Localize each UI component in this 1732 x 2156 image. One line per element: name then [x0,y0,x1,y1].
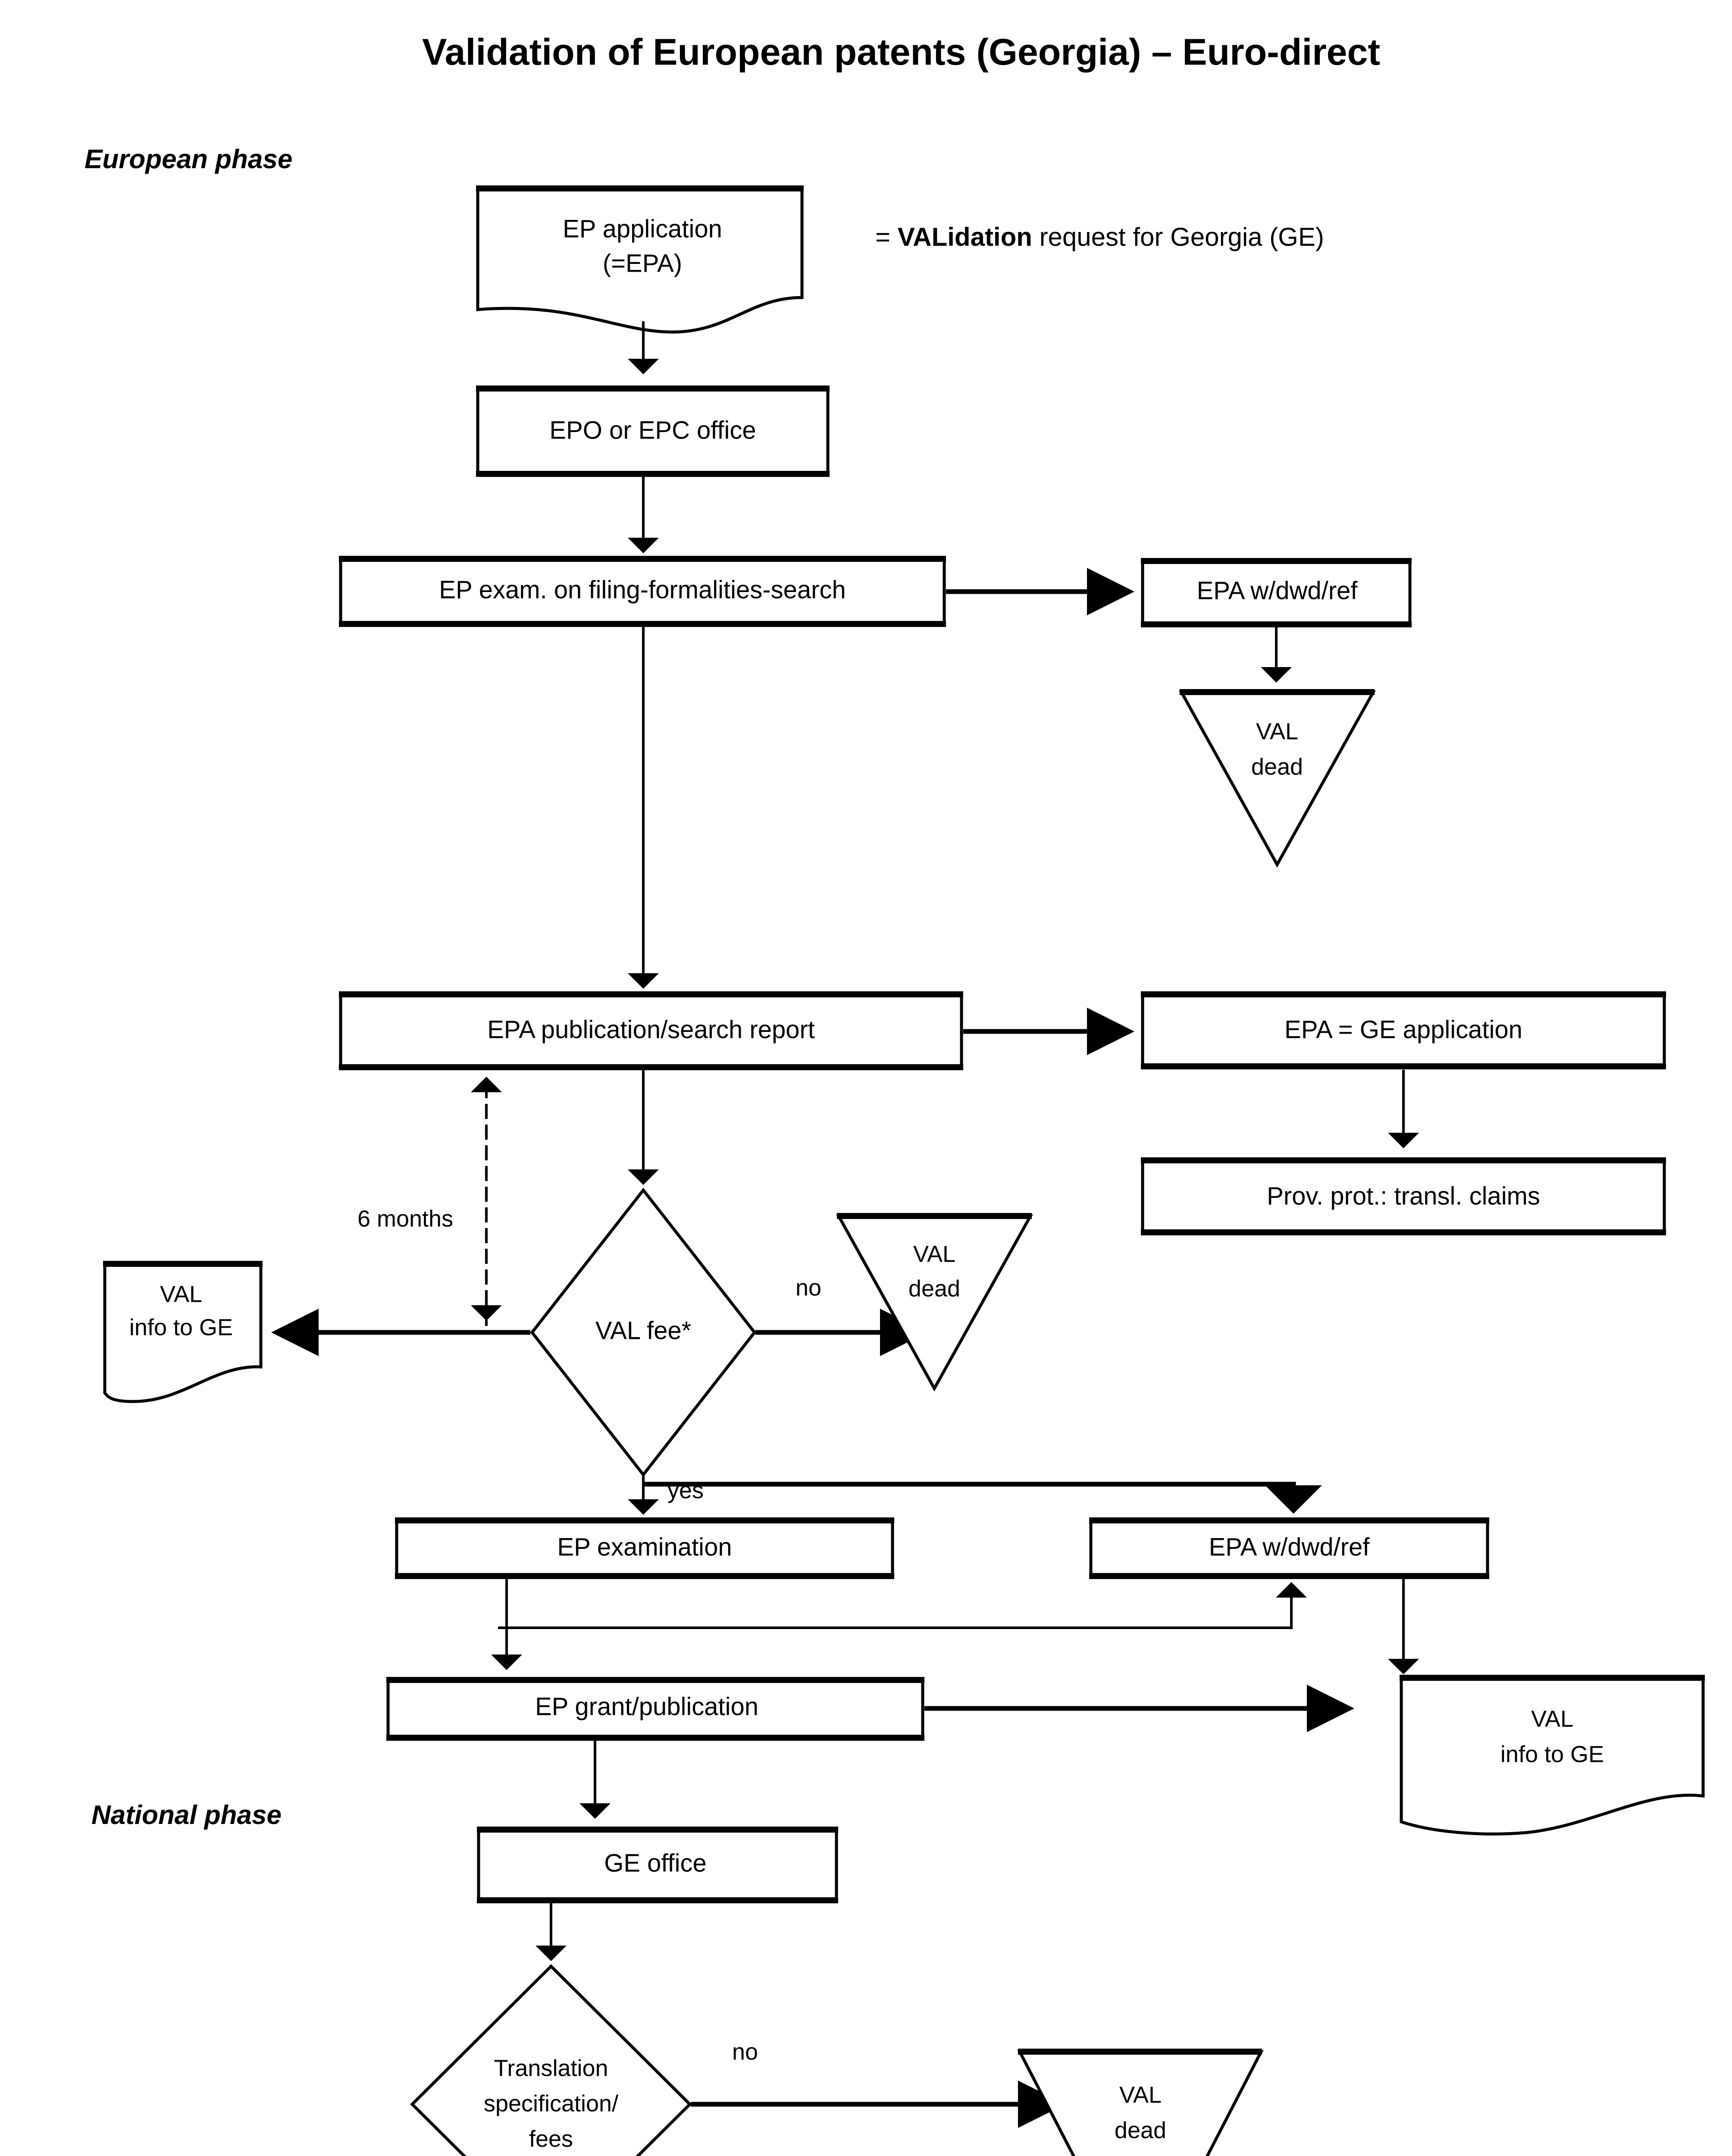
phase-label-national: National phase [91,1800,282,1830]
node-val-info-ge-1-line2: info to GE [129,1314,233,1340]
node-translation-line2: specification/ [484,2090,618,2116]
node-ge-office[interactable]: GE office [477,1827,838,1903]
node-val-dead-3[interactable]: VAL dead [1017,2049,1264,2156]
node-val-dead-3-line2: dead [1115,2117,1166,2143]
node-ep-examination-label: EP examination [557,1533,732,1561]
node-epa-wdwdref-1-label: EPA w/dwd/ref [1197,577,1358,605]
edge-label-six-months: 6 months [357,1206,453,1232]
node-epa-wdwdref-2[interactable]: EPA w/dwd/ref [1089,1517,1489,1579]
node-val-fee-label: VAL fee* [595,1316,691,1344]
page-title: Validation of European patents (Georgia)… [422,31,1380,73]
node-ep-exam-filing-label: EP exam. on filing-formalities-search [439,576,846,604]
node-epa-wdwdref-1[interactable]: EPA w/dwd/ref [1141,558,1412,627]
node-epa-ge-application-label: EPA = GE application [1284,1015,1522,1044]
validation-note-prefix: = [875,222,898,251]
node-val-info-ge-2[interactable]: VAL info to GE [1400,1675,1705,1836]
node-ep-grant-publication-label: EP grant/publication [535,1692,758,1720]
node-epa-ge-application[interactable]: EPA = GE application [1141,991,1666,1069]
validation-note-bold: VALidation [898,222,1032,251]
node-val-dead-2[interactable]: VAL dead [836,1213,1033,1392]
node-ep-exam-filing[interactable]: EP exam. on filing-formalities-search [339,556,946,627]
node-epa-publication-label: EPA publication/search report [487,1015,815,1044]
edge-branch-to-epa-wdwdref2 [643,1482,1322,1514]
validation-note: = VALidation request for Georgia (GE) [875,222,1324,251]
edge-label-no-2: no [732,2039,758,2065]
node-val-dead-1[interactable]: VAL dead [1179,689,1376,868]
phase-label-european: European phase [85,144,292,174]
node-ge-office-label: GE office [604,1849,707,1877]
edge-feedback-to-epa-wdwdref2 [498,1582,1307,1629]
node-ep-grant-publication[interactable]: EP grant/publication [386,1677,924,1741]
node-ep-application-line2: (=EPA) [603,249,682,277]
node-val-info-ge-2-line1: VAL [1531,1706,1573,1732]
node-translation-line1: Translation [494,2055,608,2081]
node-epa-wdwdref-2-label: EPA w/dwd/ref [1209,1533,1370,1561]
node-val-dead-1-line2: dead [1251,754,1303,780]
edge-label-no-1: no [796,1275,821,1300]
node-ep-application-line1: EP application [563,215,722,243]
node-prov-prot[interactable]: Prov. prot.: transl. claims [1141,1157,1666,1235]
node-val-info-ge-1[interactable]: VAL info to GE [103,1261,263,1403]
node-val-dead-3-line1: VAL [1119,2082,1162,2108]
node-val-fee-decision[interactable]: VAL fee* [530,1188,757,1477]
node-val-info-ge-1-line1: VAL [160,1281,202,1307]
node-ep-application[interactable]: EP application (=EPA) [476,185,804,334]
node-epo-or-epc-office-label: EPO or EPC office [549,416,756,444]
node-val-dead-1-line1: VAL [1256,718,1298,744]
node-val-dead-2-line2: dead [908,1275,960,1301]
edge-label-yes-1: yes [667,1477,704,1503]
node-translation-line3: fees [529,2126,573,2152]
node-val-dead-2-line1: VAL [913,1241,955,1267]
node-ep-examination[interactable]: EP examination [395,1517,894,1579]
validation-note-suffix: request for Georgia (GE) [1032,222,1324,251]
node-translation-decision[interactable]: Translation specification/ fees [410,1964,692,2156]
node-epa-publication[interactable]: EPA publication/search report [339,991,963,1070]
node-prov-prot-label: Prov. prot.: transl. claims [1267,1182,1540,1210]
node-val-info-ge-2-line2: info to GE [1500,1741,1604,1767]
node-epo-or-epc-office[interactable]: EPO or EPC office [476,385,830,477]
